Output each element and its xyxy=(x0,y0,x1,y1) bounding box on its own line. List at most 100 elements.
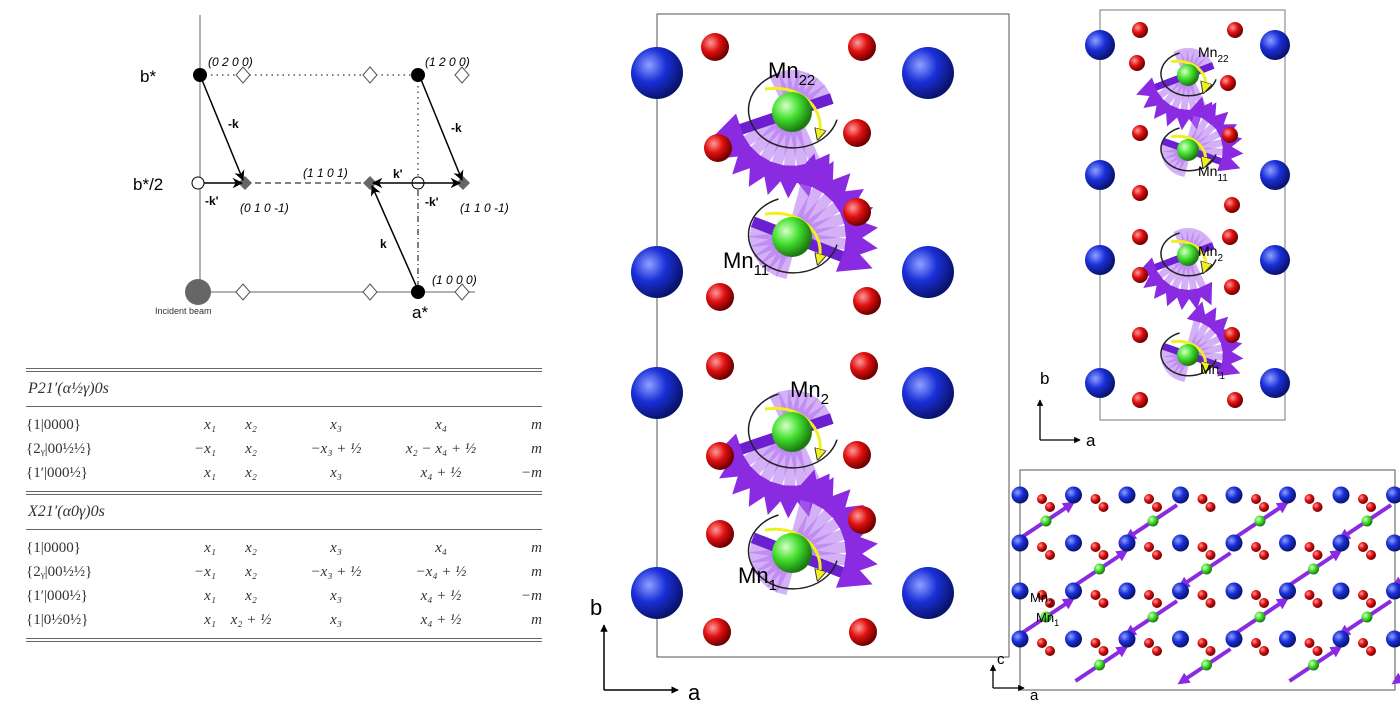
coordinate-cell: x₁ xyxy=(204,587,216,604)
red-atom xyxy=(1045,502,1055,512)
red-atom xyxy=(1152,502,1162,512)
blue-atom xyxy=(1065,630,1082,648)
mn11-label: Mn11 xyxy=(1198,163,1228,184)
red-atom xyxy=(1366,502,1376,512)
axis-c-label: c xyxy=(997,651,1005,668)
axis-a-label: a xyxy=(1030,687,1039,704)
blue-atom xyxy=(1172,630,1189,648)
blue-atom xyxy=(1011,486,1029,504)
red-atom xyxy=(1259,598,1269,608)
unit-cell-frame xyxy=(1099,9,1286,421)
axis-b-label: b xyxy=(1040,369,1049,388)
red-atom xyxy=(1205,598,1216,608)
blue-atom xyxy=(1011,534,1029,552)
coordinate-cell: x₁ xyxy=(204,611,216,628)
axis-a-label: a xyxy=(1086,431,1096,450)
reciprocal-lattice-diagram: b* b*/2 a* (0 2 0 0) (1 2 0 0) (1 1 0 1)… xyxy=(133,15,509,322)
red-atom xyxy=(1312,502,1323,512)
coordinate-cell: −m xyxy=(521,587,542,604)
k-label: k xyxy=(380,237,387,251)
blue-atom xyxy=(1172,582,1189,600)
blue-atom xyxy=(902,246,954,298)
coordinate-cell: x₁ xyxy=(204,464,216,481)
blue-atom xyxy=(1085,245,1115,275)
mn-atom xyxy=(1040,611,1052,623)
red-atom xyxy=(1037,590,1047,600)
axes-middle: b a xyxy=(590,595,701,705)
red-atom xyxy=(843,119,871,147)
a-star-label: a* xyxy=(412,303,428,322)
red-atom xyxy=(1090,542,1101,552)
blue-atom xyxy=(902,367,954,419)
coordinate-cell: x₃ xyxy=(330,539,342,556)
blue-atom xyxy=(1260,30,1290,60)
coordinate-cell: m xyxy=(531,416,542,433)
blue-atom xyxy=(1332,534,1350,552)
coordinate-cell: x₂ xyxy=(245,440,257,457)
mn2-label: Mn2 xyxy=(790,377,829,408)
red-atom xyxy=(1090,638,1101,648)
red-atom xyxy=(1090,494,1101,504)
mn-atom xyxy=(1094,563,1105,575)
coordinate-cell: x₃ xyxy=(330,587,342,604)
red-atom xyxy=(1224,279,1240,295)
red-atom xyxy=(1205,502,1216,512)
coordinate-cell: m xyxy=(531,611,542,628)
mn-atom xyxy=(1254,515,1266,527)
minus-k-arrow xyxy=(199,74,245,181)
symmetry-operation: {1|0000} xyxy=(26,539,81,556)
blue-atom xyxy=(1225,534,1243,552)
coordinate-cell: x₂ xyxy=(245,587,257,604)
red-atom xyxy=(1045,550,1055,560)
red-atom xyxy=(1144,590,1154,600)
blue-atom xyxy=(1118,582,1136,600)
red-atom xyxy=(1304,638,1315,648)
blue-atom xyxy=(1332,630,1350,648)
mn2-label: Mn2 xyxy=(1198,243,1223,264)
red-atom xyxy=(1259,646,1269,656)
k-arrow xyxy=(371,185,419,291)
mn-atom xyxy=(1201,563,1212,575)
blue-atom xyxy=(631,567,683,619)
magnetic-moment-arrow xyxy=(1391,576,1400,589)
structure-panel-top-right xyxy=(1085,9,1290,421)
axis-a-label: a xyxy=(688,680,701,705)
coordinate-cell: x₂ xyxy=(245,563,257,580)
mn1-label: Mn1 xyxy=(1200,361,1225,382)
blue-atom xyxy=(1279,486,1296,504)
reflection-label: (1 2 0 0) xyxy=(425,55,470,69)
coordinate-cell: x₂ xyxy=(245,539,257,556)
mn-atom xyxy=(772,92,812,132)
symmetry-operation: {2ᵧ|00½½} xyxy=(26,563,93,580)
red-atom xyxy=(1152,550,1162,560)
group-title: X21′(α0γ)0s xyxy=(28,503,105,520)
coordinate-cell: −x₃ + ½ xyxy=(310,563,362,580)
red-atom xyxy=(1132,392,1148,408)
red-atom xyxy=(1197,542,1208,552)
red-atom xyxy=(706,352,734,380)
mn-atom xyxy=(1254,611,1266,623)
mn22-label: Mn22 xyxy=(1198,44,1229,65)
b-star-half-label: b*/2 xyxy=(133,175,163,194)
table-rule xyxy=(26,368,542,372)
red-atom xyxy=(1144,542,1154,552)
minus-k-arrow xyxy=(419,76,464,181)
table-rule xyxy=(26,638,542,642)
red-atom xyxy=(1132,267,1148,283)
rotation-arrow-icon xyxy=(1170,339,1205,368)
red-atom xyxy=(706,283,734,311)
red-atom xyxy=(1366,550,1376,560)
minus-k-prime-label: -k' xyxy=(425,195,439,209)
red-atom xyxy=(1132,327,1148,343)
reflection-label: (1 1 0 -1) xyxy=(460,201,509,215)
red-atom xyxy=(1224,197,1240,213)
blue-atom xyxy=(1085,368,1115,398)
symmetry-operation: {2ᵧ|00½½} xyxy=(26,440,93,457)
blue-atom xyxy=(1260,245,1290,275)
blue-atom xyxy=(1386,486,1400,504)
